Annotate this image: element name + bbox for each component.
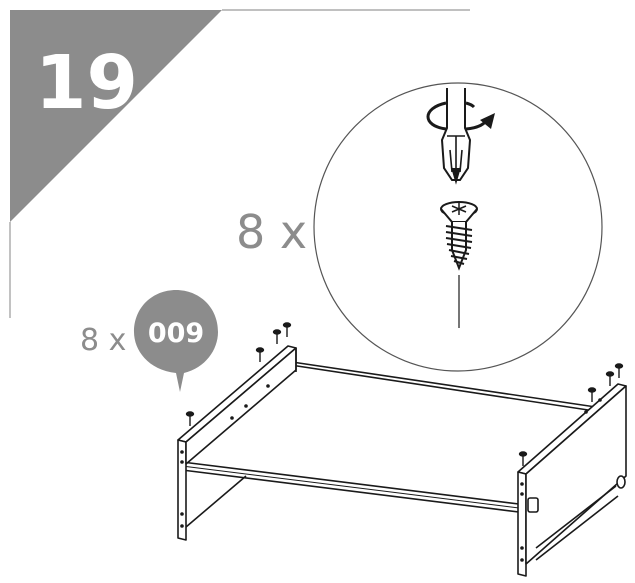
screw-icon: [185, 411, 195, 426]
right-panel-side: [525, 385, 627, 565]
furniture-frame: [177, 345, 627, 577]
right-panel-hole: [616, 475, 626, 489]
rotate-clockwise-arrow-icon: [426, 101, 495, 131]
step-badge: 19: [9, 9, 470, 318]
detail-quantity-label: 8 x: [236, 205, 307, 259]
part-bubble: [134, 290, 218, 392]
left-panel-inner: [185, 347, 297, 465]
part-code: 009: [148, 318, 204, 349]
screw-icon: [255, 347, 265, 362]
screw-icon: [282, 322, 292, 337]
part-quantity-label: 8 x: [80, 323, 126, 358]
left-panel-front: [177, 439, 187, 541]
screw-icon: [587, 387, 597, 402]
phillips-screwdriver-icon: [440, 88, 472, 185]
screws: [185, 322, 624, 466]
panel-holes: [180, 384, 602, 562]
countersunk-screw-icon: [440, 201, 478, 271]
screw-icon: [518, 451, 528, 466]
step-badge-triangle: [10, 10, 222, 222]
step-number: 19: [35, 40, 138, 126]
detail-callout: 8 x: [236, 82, 603, 372]
screw-icon: [272, 329, 282, 344]
screw-icon: [605, 371, 615, 386]
right-panel-front: [517, 471, 527, 577]
left-panel-bottom-edge: [185, 475, 247, 528]
part-callout: 8 x 009: [80, 290, 218, 392]
right-panel-bracket: [527, 497, 539, 513]
screw-icon: [614, 363, 624, 378]
